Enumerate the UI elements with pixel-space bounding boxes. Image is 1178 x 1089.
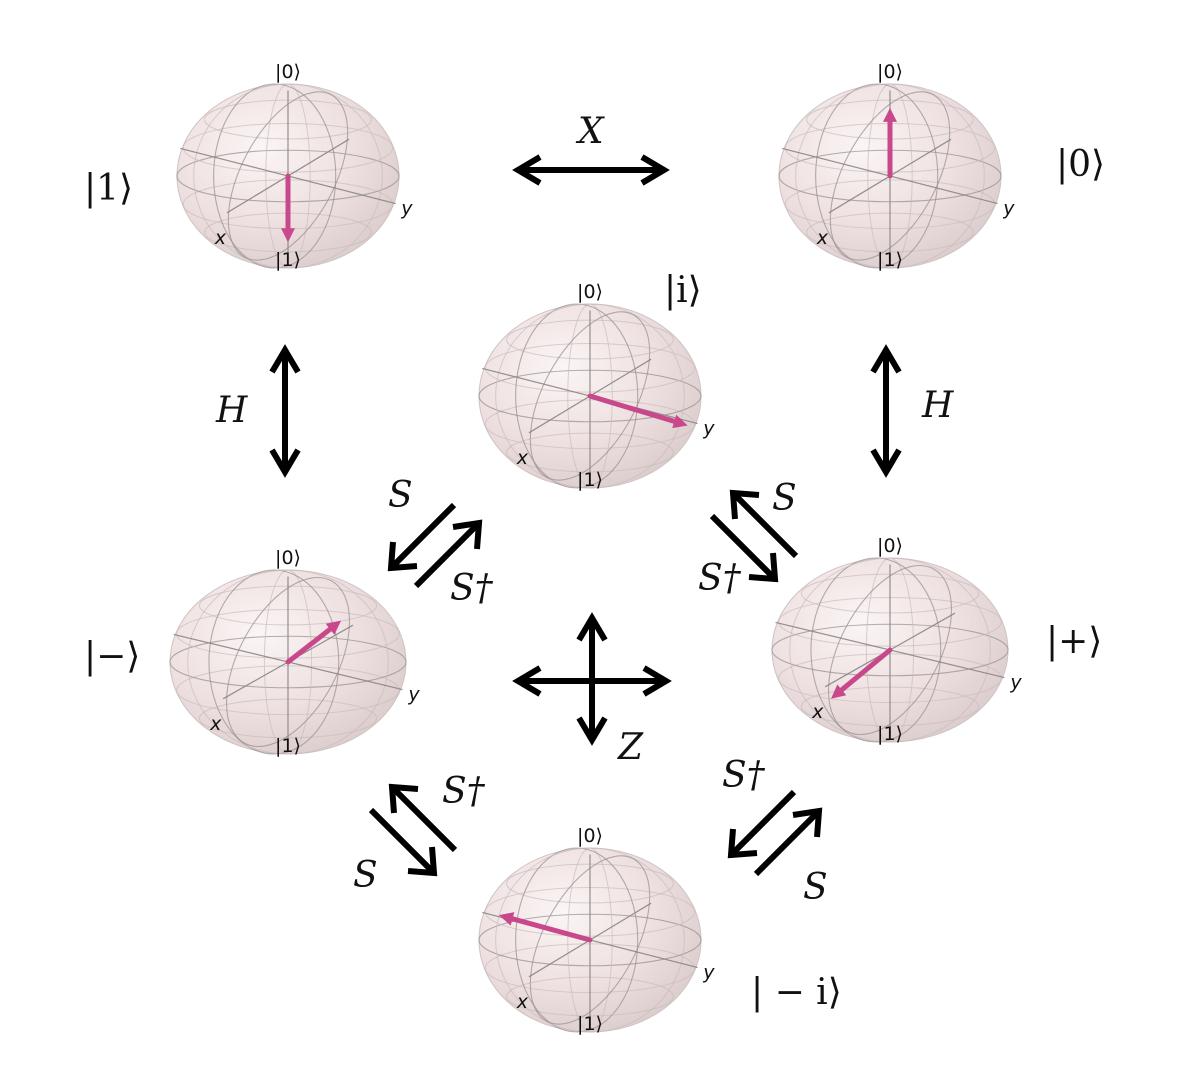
y-axis-label: y [1002,198,1015,220]
pole-bottom-label: |1⟩ [877,249,903,271]
bloch-sphere-one: |0⟩ |1⟩ x y [176,61,413,271]
y-axis-label: y [400,198,413,220]
longitude-ring [495,847,685,1033]
meridian-ring [829,91,951,261]
pole-top-label: |0⟩ [577,825,603,847]
y-axis-label: y [1009,672,1022,694]
state-vector-head [498,912,515,926]
x-axis-label: x [816,227,829,249]
x-double-arrow [512,154,670,186]
lower-left-s-arrows [368,783,458,877]
state-one-label: |1⟩ [84,168,133,209]
bloch-sphere-minus_i: |0⟩ |1⟩ x y [478,825,715,1035]
pole-top-label: |0⟩ [275,61,301,83]
meridian-ring [227,91,349,261]
meridian-ring [225,576,351,748]
longitude-ring [208,569,340,755]
gate-sdag-lower-right-label: S† [722,755,766,796]
h-left-double-arrow [269,344,301,478]
lower-right-s-arrows [727,789,823,877]
y-axis-label: y [407,684,420,706]
longitude-ring [795,83,985,269]
x-axis-label: x [214,227,227,249]
pole-top-label: |0⟩ [877,535,903,557]
x-axis-label: x [516,447,529,469]
z-cross-arrows [512,612,672,746]
spheres-layer: |0⟩ |1⟩ x y |0⟩ |1⟩ x y |0⟩ |1⟩ x y |0⟩ |1⟩ x y |0⟩ |1⟩ x y… [169,61,1022,1035]
state-vector-head [325,620,342,635]
bloch-sphere-i: |0⟩ |1⟩ x y [478,281,715,491]
gate-sdag-lower-left-label: S† [442,771,486,812]
gate-s-upper-left-label: S [388,475,413,516]
state-minus-label: |−⟩ [84,636,140,677]
gate-h-right-label: H [921,385,954,426]
state-vector [839,647,893,693]
pole-top-label: |0⟩ [275,547,301,569]
gate-s-lower-right-label: S [803,867,828,908]
pole-bottom-label: |1⟩ [577,469,603,491]
longitude-ring [187,569,389,755]
pole-top-label: |0⟩ [577,281,603,303]
pole-top-label: |0⟩ [877,61,903,83]
state-zero-label: |0⟩ [1056,144,1105,185]
bloch-sphere-plus: |0⟩ |1⟩ x y [771,535,1022,745]
y-axis-label: y [702,418,715,440]
pole-bottom-label: |1⟩ [275,249,301,271]
gate-labels: X H H Z S S† S S† S† S S† S [215,111,954,908]
longitude-ring [515,303,639,489]
state-vector [587,393,677,424]
y-axis-label: y [702,962,715,984]
bloch-sphere-minus: |0⟩ |1⟩ x y [169,547,420,757]
meridian-ring [827,564,953,736]
gate-arrows [269,154,902,877]
pole-bottom-label: |1⟩ [275,735,301,757]
state-vector-head [672,414,688,429]
state-plus-label: |+⟩ [1046,621,1102,662]
state-vector [509,916,593,943]
pole-bottom-label: |1⟩ [877,723,903,745]
state-vector-head [831,684,847,699]
x-axis-label: x [811,701,824,723]
gate-sdag-upper-left-label: S† [450,568,494,609]
longitude-ring [515,847,639,1033]
longitude-ring [810,557,942,743]
gate-h-left-label: H [215,390,248,431]
state-i-label: |i⟩ [664,270,702,311]
gate-sdag-upper-right-label: S† [698,558,742,599]
state-vector [285,626,333,665]
gate-x-label: X [575,111,605,152]
pole-bottom-label: |1⟩ [577,1013,603,1035]
meridian-ring [529,311,651,481]
gate-z-label: Z [617,727,644,768]
state-minus-i-label: | − i⟩ [751,972,842,1013]
upper-right-s-arrows [709,489,799,583]
x-axis-label: x [209,713,222,735]
upper-left-s-arrows [387,502,483,589]
bloch-sphere-zero: |0⟩ |1⟩ x y [778,61,1015,271]
state-labels: |1⟩ |0⟩ |i⟩ |−⟩ |+⟩ | − i⟩ [84,144,1105,1013]
longitude-ring [495,303,685,489]
longitude-ring [789,557,991,743]
longitude-ring [193,83,383,269]
x-axis-label: x [516,991,529,1013]
h-right-double-arrow [870,344,902,478]
state-vector-head [883,107,897,122]
gate-s-lower-left-label: S [353,855,378,896]
meridian-ring [529,855,651,1025]
state-vector-head [281,228,295,243]
longitude-ring [213,83,337,269]
longitude-ring [815,83,939,269]
gate-s-upper-right-label: S [772,478,797,519]
